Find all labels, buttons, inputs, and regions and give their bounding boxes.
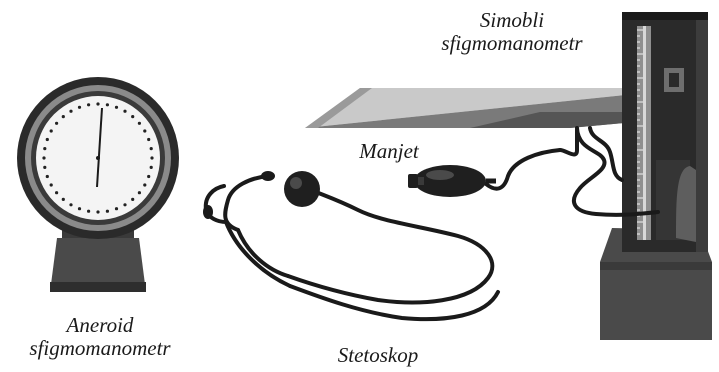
dial-tick <box>96 102 99 105</box>
dial-tick <box>131 198 134 201</box>
dial-tick <box>123 203 126 206</box>
dial-tick <box>43 166 46 169</box>
dial-tick <box>115 207 118 210</box>
dial-tick <box>150 156 153 159</box>
dial-tick <box>78 207 81 210</box>
dial-tick <box>150 166 153 169</box>
dial-tick <box>43 147 46 150</box>
dial-tick <box>42 156 45 159</box>
cuff <box>305 88 635 128</box>
label-mercury-line2: sfigmomanometr <box>412 32 612 55</box>
ear-tip-left <box>203 205 213 219</box>
dial-tick <box>87 210 90 213</box>
dial-tick <box>143 183 146 186</box>
label-aneroid-line2: sfigmomanometr <box>0 337 200 360</box>
dial-tick <box>55 191 58 194</box>
aneroid-sphygmomanometer <box>17 77 179 292</box>
dial-tick <box>147 175 150 178</box>
mercury-tube <box>643 26 646 240</box>
label-stethoscope: Stetoskop <box>318 344 438 367</box>
dial-tick <box>87 103 90 106</box>
dial-tick <box>138 122 141 125</box>
ear-tip-right <box>261 171 275 181</box>
dial-tick <box>62 115 65 118</box>
label-mercury-sphygmomanometer: Simobli sfigmomanometr <box>412 9 612 55</box>
inflation-bulb <box>408 165 496 197</box>
bulb <box>414 165 486 197</box>
dial-tick <box>96 210 99 213</box>
dial-tick <box>46 175 49 178</box>
label-mercury-line1: Simobli <box>412 9 612 32</box>
dial-tick <box>106 210 109 213</box>
label-aneroid-line1: Aneroid <box>0 314 200 337</box>
dial-tick <box>50 183 53 186</box>
dial-tick <box>106 103 109 106</box>
dial-tick <box>150 147 153 150</box>
dial-tick <box>46 138 49 141</box>
dial-tick <box>138 191 141 194</box>
dial-tick <box>143 129 146 132</box>
bulb-valve <box>408 174 418 188</box>
dial-tick <box>62 198 65 201</box>
label-cuff: Manjet <box>344 140 434 163</box>
stethoscope-chest-piece <box>284 171 320 207</box>
dial-tick <box>55 122 58 125</box>
dial-tick <box>69 110 72 113</box>
label-aneroid-sphygmomanometer: Aneroid sfigmomanometr <box>0 314 200 360</box>
dial-tick <box>115 106 118 109</box>
dial-tick <box>131 115 134 118</box>
dial-tick <box>123 110 126 113</box>
dial-tick <box>69 203 72 206</box>
dial-tick <box>147 138 150 141</box>
dial-tick <box>78 106 81 109</box>
dial-tick <box>50 129 53 132</box>
